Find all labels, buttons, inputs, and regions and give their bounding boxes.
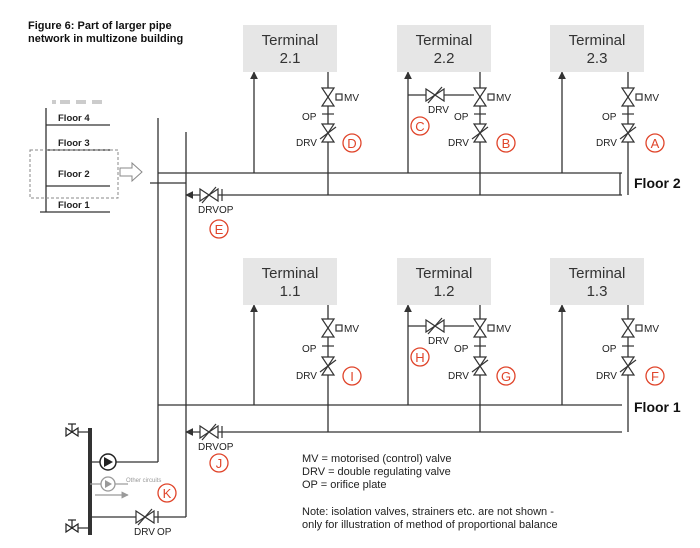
mv-label-2-2: MV	[496, 93, 511, 104]
mv-label-2-1: MV	[344, 93, 359, 104]
op-label-2-3: OP	[602, 112, 617, 123]
figure-title-line1: Figure 6: Part of larger pipe	[28, 20, 172, 32]
terminal-1-1-line1: Terminal	[262, 265, 319, 282]
floor-2-branch-label: Floor 2	[634, 175, 681, 191]
tag-c-circle	[410, 116, 430, 136]
building-schematic	[29, 100, 143, 213]
valve-stack-1-3	[619, 318, 643, 376]
op-label-2-1: OP	[302, 112, 317, 123]
terminal-1-2-line2: 1.2	[434, 283, 455, 300]
tag-b: B	[502, 136, 511, 151]
terminal-boxes	[243, 25, 644, 305]
branch-drv-valves	[135, 186, 223, 526]
drv-label-1-2: DRV	[448, 371, 469, 382]
drv-op-label-j: DRVOP	[198, 442, 234, 453]
drv-label-1-3: DRV	[596, 371, 617, 382]
terminal-2-1-line2: 2.1	[280, 50, 301, 67]
drv-label-2-1: DRV	[296, 138, 317, 149]
drv-label-2-3: DRV	[596, 138, 617, 149]
figure-title: Figure 6: Part of larger pipe network in…	[28, 20, 228, 46]
terminal-1-1-line2: 1.1	[280, 283, 301, 300]
tag-a-circle	[645, 133, 665, 153]
floor-4-label: Floor 4	[58, 113, 90, 124]
op-label-1-2: OP	[454, 344, 469, 355]
tag-d: D	[347, 136, 356, 151]
valve-stack-2-1	[319, 87, 343, 143]
valve-tags	[157, 116, 665, 503]
valve-stack-2-3	[619, 87, 643, 143]
legend-drv: DRV = double regulating valve	[302, 466, 451, 478]
tag-f-circle	[645, 366, 665, 386]
tag-c: C	[415, 119, 424, 134]
legend-mv: MV = motorised (control) valve	[302, 453, 451, 465]
legend-note-line1: Note: isolation valves, strainers etc. a…	[302, 506, 554, 518]
tag-h: H	[415, 350, 424, 365]
floor-2-label: Floor 2	[58, 169, 90, 180]
floor-3-label: Floor 3	[58, 138, 90, 149]
terminal-2-3-line2: 2.3	[587, 50, 608, 67]
tag-f: F	[651, 369, 659, 384]
terminal-1-3-line2: 1.3	[587, 283, 608, 300]
op-label-1-1: OP	[302, 344, 317, 355]
mv-label-1-2: MV	[496, 324, 511, 335]
tag-h-circle	[410, 347, 430, 367]
bypass-drv-label-1-2: DRV	[428, 336, 449, 347]
terminal-2-2-line2: 2.2	[434, 50, 455, 67]
drv-op-label-e: DRVOP	[198, 205, 234, 216]
floor-1-branch-label: Floor 1	[634, 399, 681, 415]
tag-j: J	[216, 456, 223, 471]
figure-title-line2: network in multizone building	[28, 33, 184, 45]
bypass-drv-label-2-2: DRV	[428, 105, 449, 116]
pump-assembly	[65, 423, 129, 534]
valve-stack-1-2	[425, 317, 495, 376]
tag-d-circle	[342, 133, 362, 153]
tag-k-circle	[157, 483, 177, 503]
terminal-2-1-line1: Terminal	[262, 32, 319, 49]
other-circuits-label: Other circuits	[126, 478, 161, 484]
tag-g-circle	[496, 366, 516, 386]
terminal-2-2-line1: Terminal	[416, 32, 473, 49]
tag-b-circle	[496, 133, 516, 153]
tag-e-circle	[209, 219, 229, 239]
tag-i: I	[350, 369, 354, 384]
mv-label-2-3: MV	[644, 93, 659, 104]
valve-stack-2-2	[425, 86, 495, 143]
drv-label-1-1: DRV	[296, 371, 317, 382]
mv-label-1-1: MV	[344, 324, 359, 335]
terminal-2-3-line1: Terminal	[569, 32, 626, 49]
tag-e: E	[215, 222, 224, 237]
legend: MV = motorised (control) valve DRV = dou…	[302, 453, 558, 531]
valve-stack-1-1	[319, 318, 343, 376]
op-label-1-3: OP	[602, 344, 617, 355]
terminal-1-3-line1: Terminal	[569, 265, 626, 282]
terminal-1-2-line1: Terminal	[416, 265, 473, 282]
op-label-2-2: OP	[454, 112, 469, 123]
tag-i-circle	[342, 366, 362, 386]
tag-j-circle	[209, 453, 229, 473]
tag-k: K	[163, 486, 172, 501]
legend-op: OP = orifice plate	[302, 479, 386, 491]
mv-label-1-3: MV	[644, 324, 659, 335]
drv-label-2-2: DRV	[448, 138, 469, 149]
tag-a: A	[651, 136, 660, 151]
tag-g: G	[501, 369, 511, 384]
floor-1-label: Floor 1	[58, 200, 90, 211]
legend-note-line2: only for illustration of method of propo…	[302, 519, 558, 531]
